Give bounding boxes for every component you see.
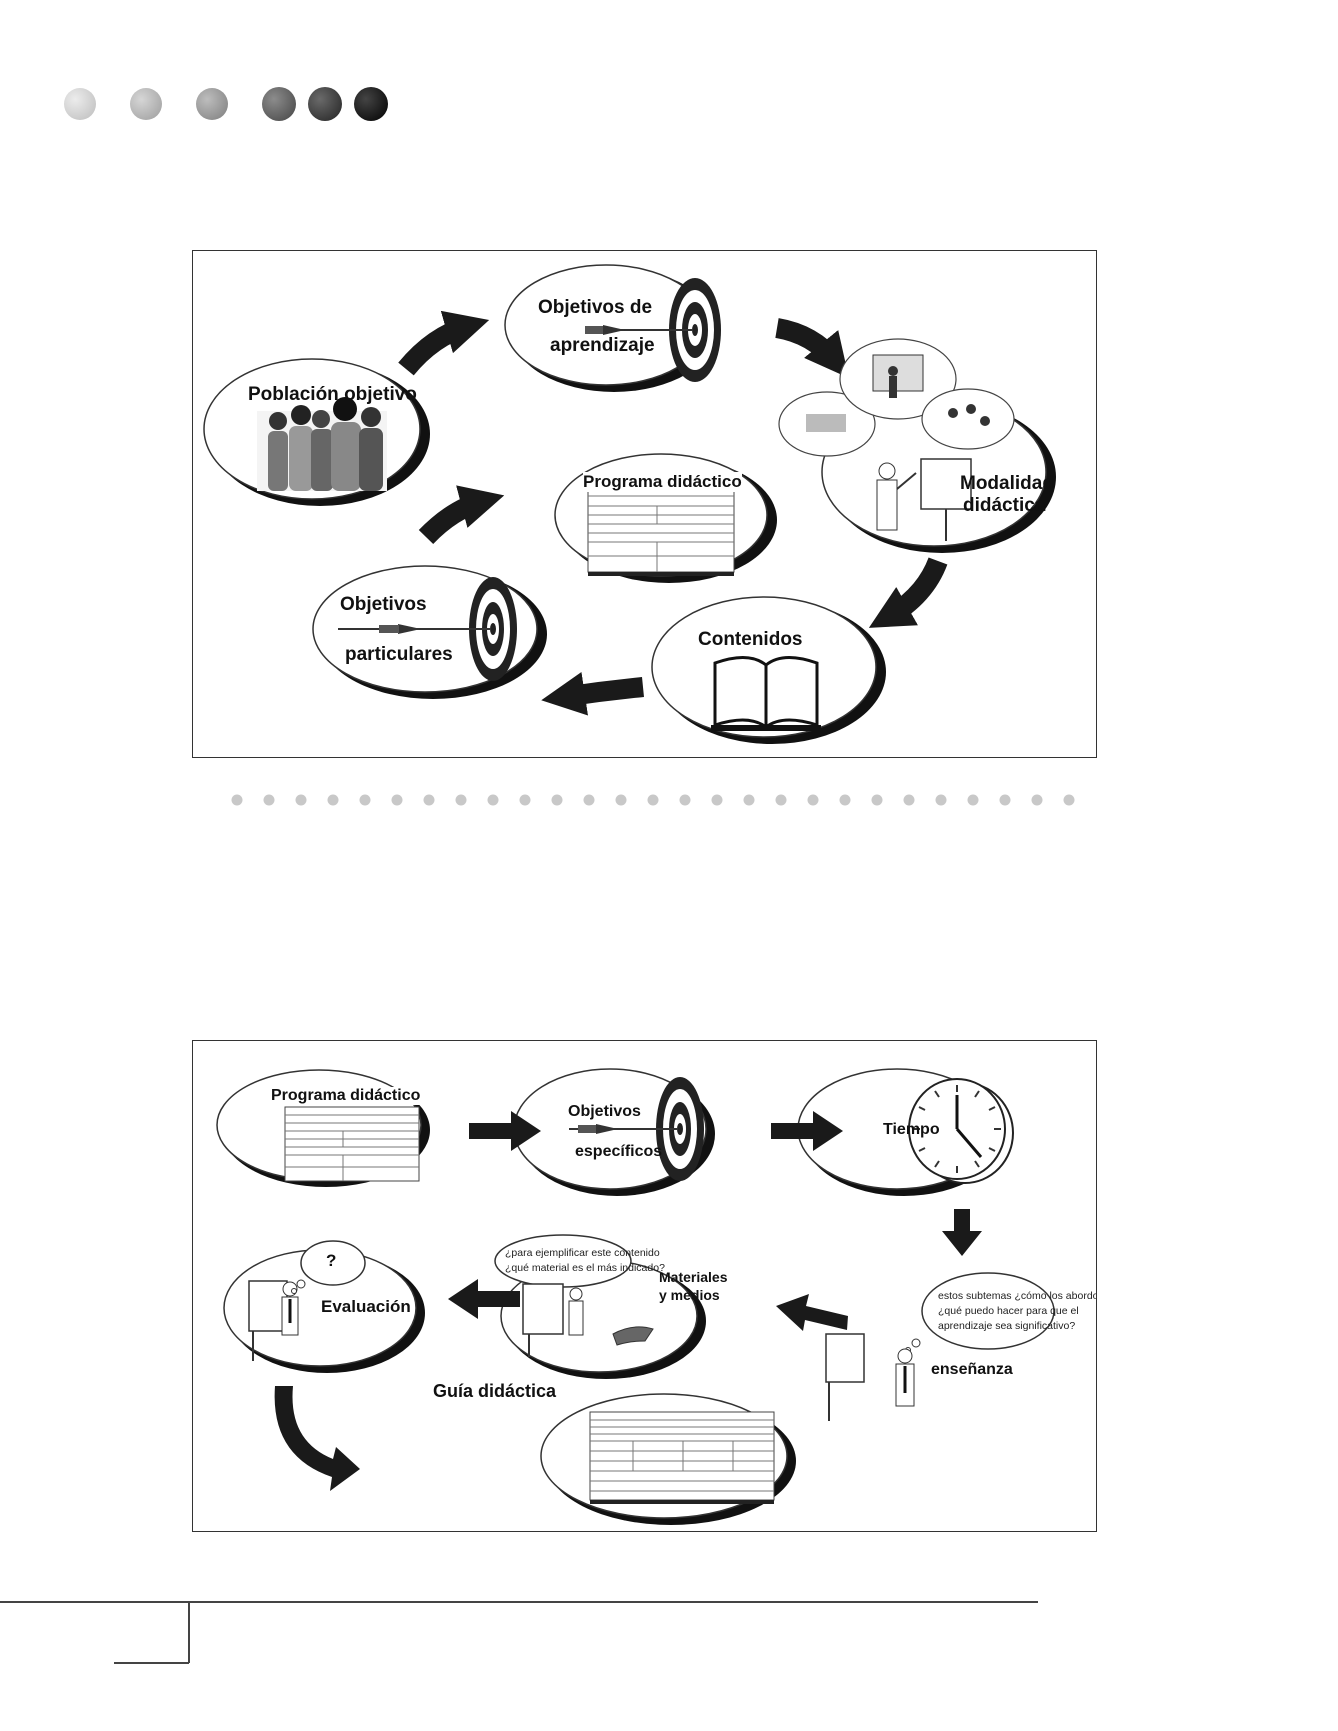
label2-especificos-1: Objetivos [568,1103,641,1120]
label2-evaluacion-question: ? [326,1251,337,1270]
label-programa: Programa didáctico [583,472,742,492]
diagram-1-frame: Objetivos de aprendizaje Población objet… [192,250,1097,758]
diagram-2-graphics [216,1068,1055,1525]
arrow2-especificos-to-tiempo [771,1111,843,1151]
target-icon-2 [569,1077,704,1181]
arrow-objetivos-to-modalidad [775,318,849,379]
thought2-materiales-1: ¿para ejemplificar este contenido [505,1247,660,1259]
arrow-particulares-to-programa [418,485,505,545]
label2-materiales-1: Materiales [659,1269,728,1285]
label2-programa: Programa didáctico [271,1087,421,1105]
label2-especificos-2: específicos [575,1143,663,1160]
open-book-icon [711,656,821,731]
materiales-thought-bubble [494,1234,654,1357]
label-modalidad-1: Modalidad [960,473,1054,494]
arrow-contenidos-to-particulares [541,671,644,716]
ensenanza-thought-bubble [825,1272,1055,1421]
arrow2-evaluacion-to-guia [274,1386,360,1491]
clock-icon [908,1078,1014,1184]
header-bullet-2 [130,88,162,120]
arrow2-programa-to-especificos [469,1111,541,1151]
label-objetivos-aprendizaje-1: Objetivos de [538,297,653,318]
thought2-ensenanza-2: ¿qué puedo hacer para que el [938,1305,1079,1317]
footer-tab-vertical [188,1601,190,1663]
arrow2-ensenanza-to-materiales [776,1294,848,1331]
label-particulares-1: Objetivos [340,594,427,615]
label-particulares-2: particulares [345,644,453,665]
label-objetivos-aprendizaje-2: aprendizaje [550,335,655,356]
header-bullet-4 [262,87,296,121]
label2-guia: Guía didáctica [433,1381,557,1401]
header-bullet-6 [354,87,388,121]
guia-form-icon [589,1411,775,1504]
arrow2-materiales-to-evaluacion [448,1279,520,1319]
diagram-2-frame: Programa didáctico Objetivos específicos… [192,1040,1097,1532]
label2-tiempo: Tiempo [883,1121,940,1138]
label-contenidos: Contenidos [698,629,803,650]
label2-ensenanza: enseñanza [931,1361,1013,1378]
evaluation-presenter-icon [248,1240,366,1361]
header-bullet-5 [308,87,342,121]
label-modalidad-2: didáctica [963,495,1046,516]
footer-rule [0,1601,1038,1603]
label-poblacion: Población objetivo [248,384,417,405]
thought2-ensenanza-3: aprendizaje sea significativo? [938,1320,1076,1332]
arrow-poblacion-to-objetivos [398,310,490,376]
diagram-1-graphics [203,264,1056,744]
arrow2-tiempo-to-ensenanza [942,1209,982,1256]
header-bullet-3 [196,88,228,120]
program-form-icon-2 [284,1106,420,1182]
thought2-materiales-2: ¿qué material es el más indicado? [505,1262,665,1274]
target-icon-small [338,577,517,681]
header-bullet-1 [64,88,96,120]
target-icon [585,278,721,382]
people-group-icon [257,397,387,491]
separator-dots [231,794,1075,806]
arrow-modalidad-to-contenidos [868,557,948,628]
program-form-icon [587,477,735,576]
label2-materiales-2: y medios [659,1287,720,1303]
footer-tab-horizontal [114,1662,189,1664]
dotted-separator [231,794,1075,806]
modality-scenes-icon [778,338,1015,541]
thought2-ensenanza-1: estos subtemas ¿cómo los abordo? [938,1290,1097,1302]
label2-evaluacion: Evaluación [321,1297,411,1316]
